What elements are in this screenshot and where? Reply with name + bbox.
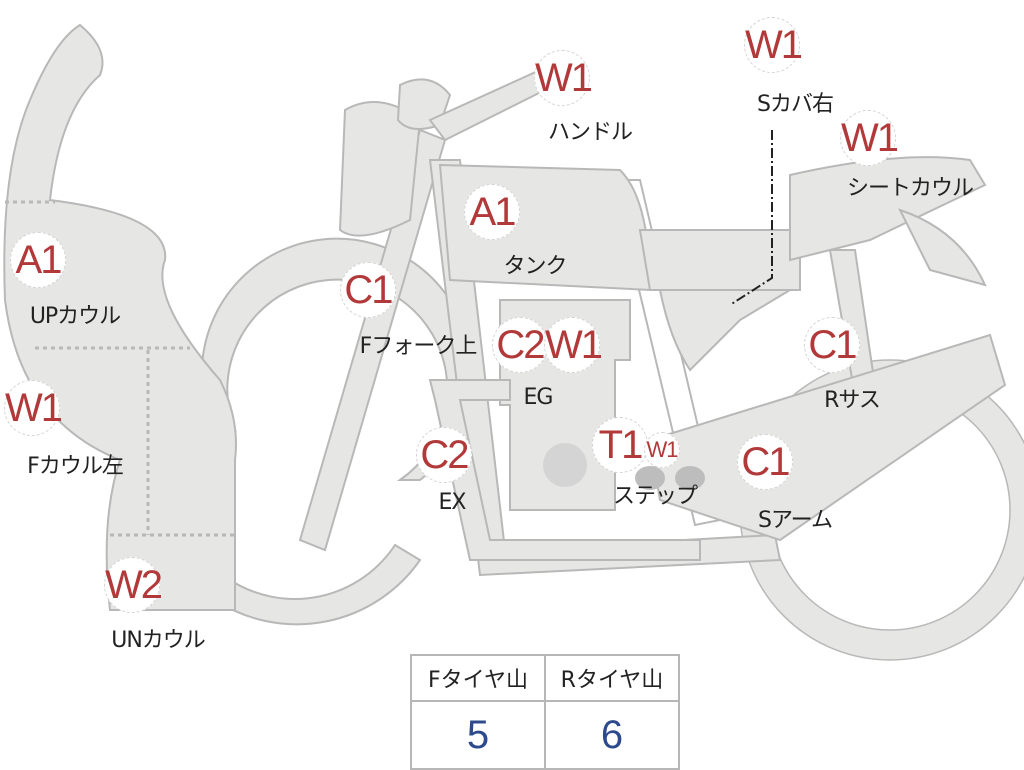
marker-swing-arm[interactable]: C1 [737,434,793,490]
marker-seat-cowl[interactable]: W1 [840,110,899,166]
marker-f-cowl-left[interactable]: W1 [4,380,63,436]
rear-tire-value: 6 [544,700,680,770]
marker-side-cover-right[interactable]: W1 [744,17,803,73]
front-tire-value: 5 [410,700,546,770]
label-side-cover-right: Sカバ右 [757,92,834,117]
front-cowl [3,23,237,611]
label-engine: EG [523,385,554,410]
marker-tank[interactable]: A1 [464,184,520,240]
label-rear-shock: Rサス [824,388,881,413]
marker-rear-shock[interactable]: C1 [804,317,860,373]
label-exhaust: EX [438,490,467,515]
marker-engine-2[interactable]: W1 [544,317,603,373]
label-tank: タンク [503,254,567,279]
rear-tire-header: Rタイヤ山 [544,654,680,702]
label-f-cowl-left: Fカウル左 [27,454,124,479]
leader-line [729,130,773,306]
label-up-cowl: UPカウル [29,304,121,329]
marker-un-cowl[interactable]: W2 [104,557,163,613]
front-tire-header: Fタイヤ山 [410,654,546,702]
label-swing-arm: Sアーム [758,508,833,533]
label-seat-cowl: シートカウル [846,176,974,201]
swing-arm [648,333,1007,542]
marker-up-cowl[interactable]: A1 [10,232,66,288]
label-un-cowl: UNカウル [111,628,206,653]
side-cover [658,289,794,372]
seat [638,229,801,291]
marker-handle[interactable]: W1 [534,50,593,106]
marker-step-2[interactable]: W1 [644,432,680,468]
marker-engine-1[interactable]: C2 [492,317,548,373]
tire-tread-table: Fタイヤ山 Rタイヤ山 5 6 [410,654,680,770]
label-handle: ハンドル [547,120,633,145]
marker-step-1[interactable]: T1 [592,417,648,473]
label-f-fork: Fフォーク上 [359,334,478,359]
marker-exhaust[interactable]: C2 [416,427,472,483]
seat-cowl [789,156,987,262]
marker-f-fork[interactable]: C1 [340,262,396,318]
label-step: ステップ [612,484,698,509]
